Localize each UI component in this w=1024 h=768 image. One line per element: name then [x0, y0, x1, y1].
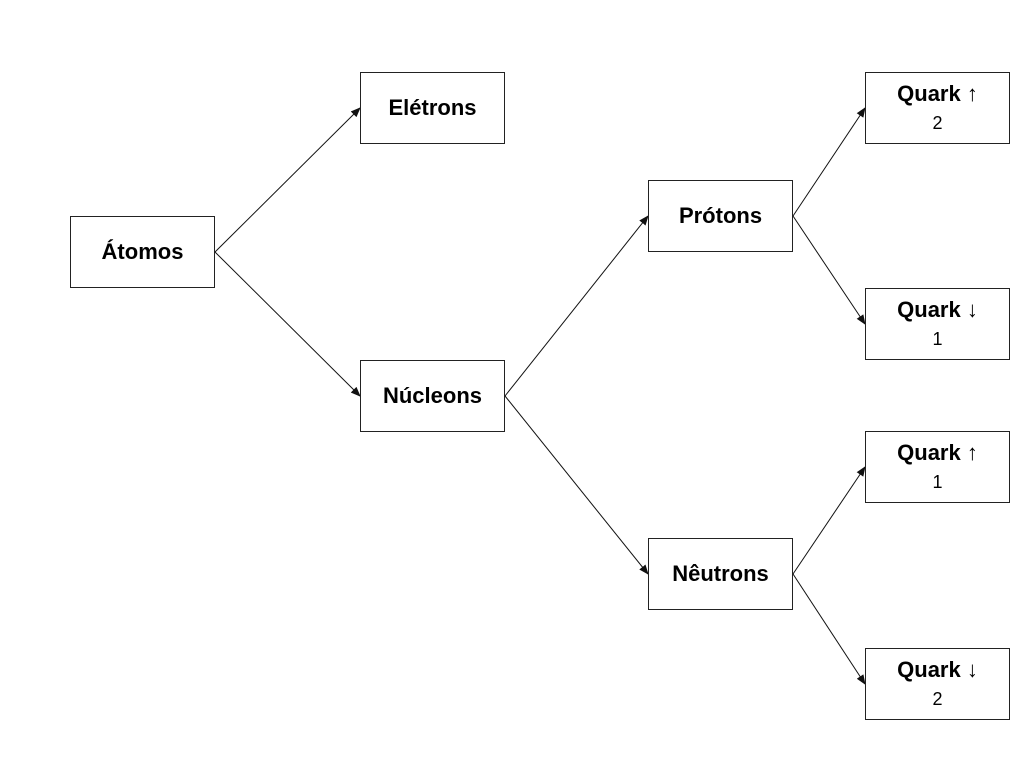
node-neutron-quark-down: Quark ↓ 2: [865, 648, 1010, 720]
node-nucleons-label: Núcleons: [382, 383, 483, 408]
node-proton-quark-up: Quark ↑ 2: [865, 72, 1010, 144]
node-protons: Prótons: [648, 180, 793, 252]
arrow-protons-to-proton_quark_up: [792, 107, 866, 217]
node-neutron-quark-down-label: Quark ↓: [897, 657, 978, 682]
node-proton-quark-up-count: 2: [932, 113, 943, 133]
node-neutron-quark-up-label: Quark ↑: [897, 440, 978, 465]
arrow-neutrons-to-neutron_quark_down: [792, 573, 866, 685]
node-proton-quark-down-label: Quark ↓: [897, 297, 978, 322]
arrow-protons-to-proton_quark_down: [792, 215, 866, 325]
node-neutrons: Nêutrons: [648, 538, 793, 610]
node-eletrons: Elétrons: [360, 72, 505, 144]
node-atomos-label: Átomos: [101, 239, 184, 264]
node-proton-quark-up-label: Quark ↑: [897, 81, 978, 106]
arrow-atomos-to-nucleons: [214, 251, 361, 397]
node-proton-quark-down-count: 1: [932, 329, 943, 349]
arrow-nucleons-to-protons: [504, 215, 649, 397]
node-nucleons: Núcleons: [360, 360, 505, 432]
node-eletrons-label: Elétrons: [388, 95, 477, 120]
node-proton-quark-down: Quark ↓ 1: [865, 288, 1010, 360]
arrow-neutrons-to-neutron_quark_up: [792, 466, 866, 575]
node-neutron-quark-up: Quark ↑ 1: [865, 431, 1010, 503]
arrow-nucleons-to-neutrons: [504, 395, 649, 575]
node-protons-label: Prótons: [678, 203, 763, 228]
arrow-atomos-to-eletrons: [214, 107, 361, 253]
node-neutron-quark-up-count: 1: [932, 472, 943, 492]
node-neutrons-label: Nêutrons: [672, 561, 769, 586]
node-neutron-quark-down-count: 2: [932, 689, 943, 709]
node-atomos: Átomos: [70, 216, 215, 288]
